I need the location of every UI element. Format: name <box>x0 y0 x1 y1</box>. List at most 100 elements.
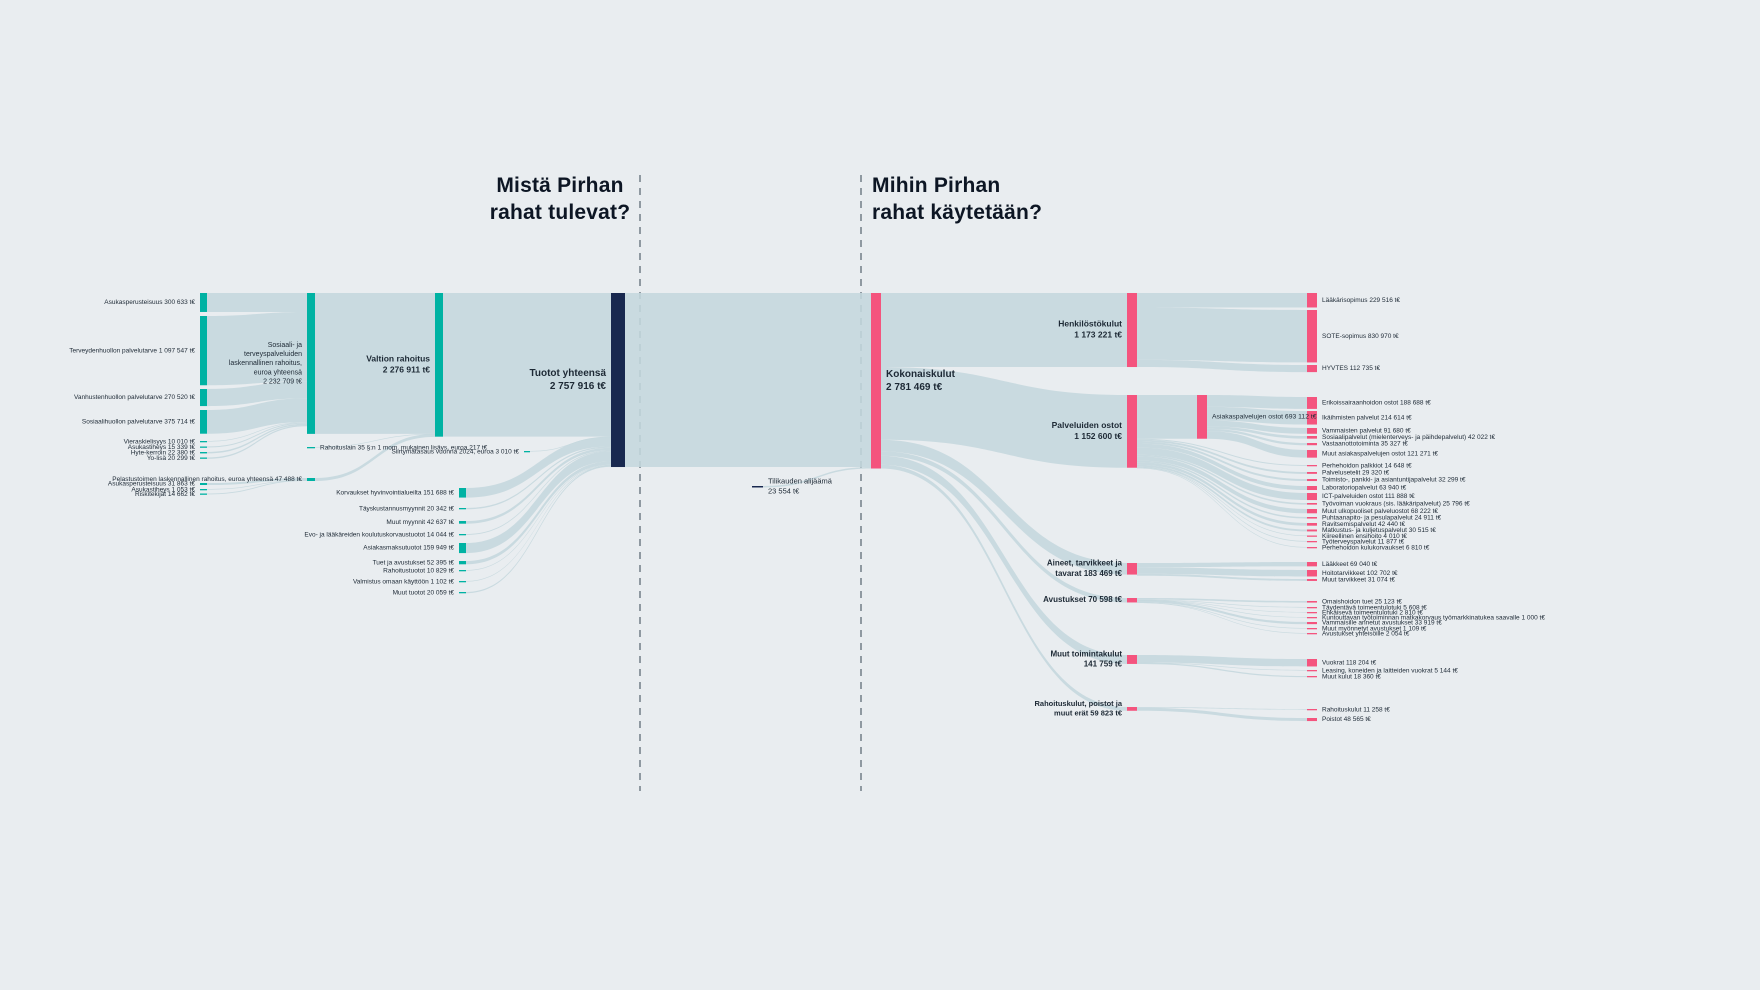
flow-sosiaalihuollon_palvelutarve-sote_laskennallinen <box>207 398 307 434</box>
node-ravitsemispalvelut <box>1307 523 1317 526</box>
flow-henkilostokulut-hyvtes <box>1137 359 1307 373</box>
label-hyvtes: HYVTES 112 735 t€ <box>1322 365 1380 372</box>
node-sote_laskennallinen <box>307 293 315 434</box>
flow-palveluiden_ostot-kiireellinen_ensihoito <box>1137 466 1307 537</box>
node-taydentava_toimeentulotuki <box>1307 607 1317 609</box>
node-asukasperusteisuus_sote <box>200 293 207 312</box>
label-rahoituslain_lisays: Rahoituslain 35 §:n 1 mom. mukainen lisä… <box>320 444 488 451</box>
node-vammaisille_avustukset <box>1307 622 1317 625</box>
label-puhtaanapito_pesula: Puhtaanapito- ja pesulapalvelut 24 911 t… <box>1322 514 1442 521</box>
flow-rahoituskulut_poistot-poistot <box>1137 707 1307 722</box>
node-tuet_ja_avustukset <box>459 561 466 565</box>
flow-asiakaspalvelujen_ostot-muut_asiakaspalvelujen_ostot <box>1207 431 1307 458</box>
label-sote_sopimus: SOTE-sopimus 830 970 t€ <box>1322 333 1399 340</box>
label-vanhustenhuollon_palvelutarve: Vanhustenhuollon palvelutarve 270 520 t€ <box>74 394 195 401</box>
flow-avustukset-avustukset_yhteisoille <box>1137 602 1307 634</box>
label-vastaanottotoiminta: Vastaanottotoiminta 35 327 t€ <box>1322 441 1408 448</box>
node-hyvtes <box>1307 365 1317 373</box>
label-muut_ulkopuoliset_palveluostot: Muut ulkopuoliset palveluostot 68 222 t€ <box>1322 508 1438 515</box>
flow-tilikauden_alijaama-kokonaiskulut <box>763 467 871 488</box>
label-muut_kulut: Muut kulut 18 360 t€ <box>1322 673 1381 680</box>
label-rahoitustuotot: Rahoitustuotot 10 829 t€ <box>383 567 454 574</box>
flow-hyte_kerroin-sote_laskennallinen <box>207 423 307 454</box>
label-toimisto_pankki_asiantuntija: Toimisto-, pankki- ja asiantuntijapalvel… <box>1322 477 1466 484</box>
node-tyoterveyspalvelut <box>1307 541 1317 543</box>
label-poistot: Poistot 48 565 t€ <box>1322 716 1371 723</box>
left-header-line1: Mistä Pirhan <box>496 174 624 197</box>
labels: Asukasperusteisuus 300 633 t€Terveydenhu… <box>69 297 1545 723</box>
flow-avustukset-ehkaiseva_toimeentulotuki <box>1137 599 1307 613</box>
flow-asiakaspalvelujen_ostot-vammaisten_palvelut <box>1207 420 1307 434</box>
label-korvaukset_hyvinvointialueilta: Korvaukset hyvinvointialueilta 151 688 t… <box>336 489 454 496</box>
flow-palveluiden_ostot-palvelusetelit <box>1137 439 1307 474</box>
node-rahoituslain_lisays <box>307 447 315 449</box>
node-omaishoidon_tuet <box>1307 601 1317 603</box>
label-tyovoiman_vuokraus: Työvoiman vuokraus (sis. lääkäripalvelut… <box>1322 500 1470 507</box>
node-asukastiheys_pelastus <box>200 489 207 491</box>
flow-korvaukset_hyvinvointialueilta-tuotot_yhteensa <box>466 436 611 498</box>
label-laakkeet: Lääkkeet 69 040 t€ <box>1322 561 1378 568</box>
flow-aineet_tarvikkeet-laakkeet <box>1137 562 1307 568</box>
flow-tuotot_yhteensa-kokonaiskulut <box>625 293 871 468</box>
label-leasing_vuokrat: Leasing, koneiden ja laitteiden vuokrat … <box>1322 667 1458 674</box>
node-laboratoriopalvelut <box>1307 486 1317 491</box>
node-asiakasmaksutuotot <box>459 543 466 554</box>
node-tayskustannusmyynnit <box>459 508 466 510</box>
label-hyte_kerroin: Hyte-kerroin 22 380 t€ <box>131 449 196 456</box>
node-riskitekijat <box>200 493 207 495</box>
node-vammaisten_palvelut <box>1307 428 1317 434</box>
label-kiireellinen_ensihoito: Kiireellinen ensihoito 4 010 t€ <box>1322 533 1407 540</box>
node-rahoituskulut <box>1307 709 1317 711</box>
node-laakkeet <box>1307 562 1317 567</box>
node-rahoituskulut_poistot <box>1127 707 1137 711</box>
label-hoitotarvikkeet: Hoitotarvikkeet 102 702 t€ <box>1322 570 1398 577</box>
node-muut_tuotot <box>459 592 466 594</box>
flow-muut_toimintakulut-muut_kulut <box>1137 662 1307 678</box>
flow-asukastiheys_sote-sote_laskennallinen <box>207 422 307 448</box>
flow-kokonaiskulut-muut_toimintakulut <box>881 455 1127 664</box>
label-erikoissairaanhoidon_ostot: Erikoissairaanhoidon ostot 188 688 t€ <box>1322 400 1431 407</box>
label-yo_lisa: Yo-lisä 20 299 t€ <box>147 455 196 462</box>
label-avustukset: Avustukset 70 598 t€ <box>1043 595 1122 604</box>
flow-avustukset-taydentava_toimeentulotuki <box>1137 599 1307 608</box>
node-palveluiden_ostot <box>1127 395 1137 468</box>
flow-palveluiden_ostot-ict_palveluiden_ostot <box>1137 447 1307 501</box>
flow-rahoitustuotot-tuotot_yhteensa <box>466 464 611 571</box>
label-asukasperusteisuus_sote: Asukasperusteisuus 300 633 t€ <box>104 299 195 306</box>
node-vuokrat <box>1307 659 1317 667</box>
node-asiakaspalvelujen_ostot <box>1197 395 1207 439</box>
node-tyovoiman_vuokraus <box>1307 503 1317 505</box>
label-ict_palveluiden_ostot: ICT-palveluiden ostot 111 888 t€ <box>1322 493 1415 500</box>
label-muut_tarvikkeet: Muut tarvikkeet 31 074 t€ <box>1322 577 1395 584</box>
node-sosiaalihuollon_palvelutarve <box>200 410 207 434</box>
node-asukasperusteisuus_pelastus <box>200 483 207 486</box>
flow-muut_toimintakulut-vuokrat <box>1137 655 1307 667</box>
label-omaishoidon_tuet: Omaishoidon tuet 25 123 t€ <box>1322 598 1402 605</box>
flow-asiakasmaksutuotot-tuotot_yhteensa <box>466 451 611 554</box>
label-laakarisopimus: Lääkärisopimus 229 516 t€ <box>1322 297 1400 304</box>
node-pelastus_laskennallinen <box>307 478 315 481</box>
label-evo_koulutuskorvaustuotot: Evo- ja lääkäreiden koulutuskorvaustuoto… <box>304 531 454 538</box>
node-matkustus_kuljetus <box>1307 529 1317 532</box>
flow-aineet_tarvikkeet-hoitotarvikkeet <box>1137 567 1307 577</box>
label-muut_myonnetyt_avustukset: Muut myönnetyt avustukset 1 109 t€ <box>1322 625 1427 632</box>
label-tuet_ja_avustukset: Tuet ja avustukset 52 395 t€ <box>373 559 455 566</box>
node-laakarisopimus <box>1307 293 1317 308</box>
node-hyte_kerroin <box>200 452 207 454</box>
label-perhehoidon_palkkiot: Perhehoidon palkkiot 14 648 t€ <box>1322 462 1412 469</box>
node-toimisto_pankki_asiantuntija <box>1307 479 1317 482</box>
node-korvaukset_hyvinvointialueilta <box>459 488 466 498</box>
label-ehkaiseva_toimeentulotuki: Ehkäisevä toimeentulotuki 2 810 t€ <box>1322 609 1423 616</box>
node-muut_ulkopuoliset_palveluostot <box>1307 509 1317 514</box>
flow-rahoituskulut_poistot-rahoituskulut <box>1137 707 1307 710</box>
node-sote_sopimus <box>1307 310 1317 363</box>
flow-valtion_rahoitus-tuotot_yhteensa <box>443 293 611 437</box>
flow-aineet_tarvikkeet-muut_tarvikkeet <box>1137 573 1307 581</box>
node-valmistus_omaan_kayttoon <box>459 581 466 583</box>
